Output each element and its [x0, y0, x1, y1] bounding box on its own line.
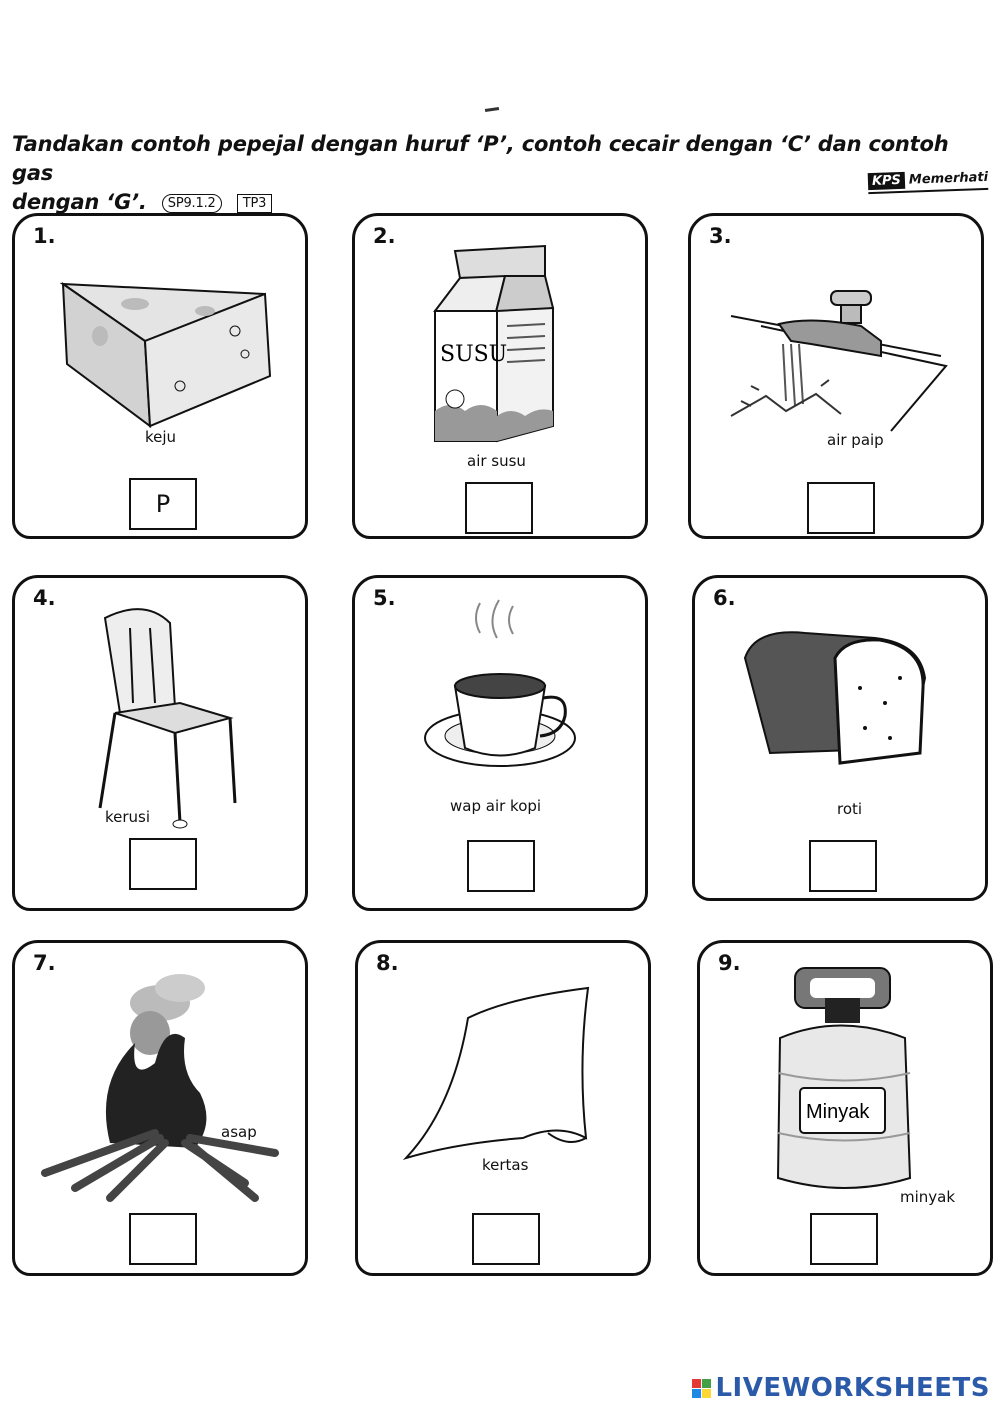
cheese-icon [59, 282, 272, 429]
card-number: 8. [376, 951, 399, 975]
kps-badge: KPS Memerhati [867, 168, 989, 195]
instruction-line-2: dengan ‘G’. [12, 190, 147, 214]
answer-box[interactable]: P [129, 478, 197, 530]
item-label: wap air kopi [450, 797, 542, 815]
item-label: roti [837, 800, 863, 818]
footer-brand: LIVEWORKSHEETS [692, 1373, 990, 1403]
answer-box[interactable] [467, 840, 535, 892]
card-number: 2. [373, 224, 396, 248]
tp-level-badge: TP3 [236, 193, 273, 213]
card-8-kertas: 8. kertas [355, 940, 651, 1276]
item-label: air susu [467, 452, 526, 470]
liveworksheets-logo-icon [692, 1378, 712, 1398]
item-label: air paip [827, 431, 884, 449]
item-label: minyak [900, 1188, 956, 1206]
card-number: 3. [709, 224, 732, 248]
standard-code-badge: SP9.1.2 [161, 193, 222, 213]
card-6-roti: 6. roti [692, 575, 988, 901]
instruction-line-1: Tandakan contoh pepejal dengan huruf ‘P’… [12, 132, 949, 185]
milk-carton-icon: SUSU [433, 244, 555, 443]
card-number: 9. [718, 951, 741, 975]
answer-box[interactable] [807, 482, 875, 534]
item-label: kertas [482, 1156, 529, 1174]
item-label: asap [221, 1123, 257, 1141]
oil-bottle-icon: Minyak [776, 967, 912, 1189]
card-3-air-paip: 3. air paip [688, 213, 984, 539]
card-1-keju: 1. keju P [12, 213, 308, 539]
bread-icon [743, 631, 927, 765]
paper-sheet-icon [402, 986, 590, 1160]
instruction: Tandakan contoh pepejal dengan huruf ‘P’… [12, 130, 987, 217]
answer-box[interactable] [129, 1213, 197, 1265]
scan-mark [484, 107, 500, 112]
kps-tag: KPS [867, 171, 906, 191]
kps-label: Memerhati [908, 169, 989, 188]
water-tap-icon [730, 290, 948, 432]
answer-box[interactable] [810, 1213, 878, 1265]
bottle-label-text: Minyak [806, 1101, 870, 1123]
item-label: keju [145, 428, 177, 446]
card-7-asap: 7. asap [12, 940, 308, 1276]
brand-name: LIVEWORKSHEETS [715, 1373, 990, 1403]
answer-box[interactable] [472, 1213, 540, 1265]
card-number: 4. [33, 586, 56, 610]
chair-icon [98, 608, 237, 829]
coffee-cup-icon [424, 599, 576, 767]
card-9-minyak: 9. Minyak minyak [697, 940, 993, 1276]
carton-text: SUSU [440, 342, 507, 367]
card-4-kerusi: 4. kerusi [12, 575, 308, 911]
answer-box[interactable] [809, 840, 877, 892]
answer-box[interactable] [465, 482, 533, 534]
campfire-icon [41, 974, 279, 1202]
card-number: 6. [713, 586, 736, 610]
card-number: 7. [33, 951, 56, 975]
item-label: kerusi [105, 808, 151, 826]
card-2-air-susu: 2. SUSU air susu [352, 213, 648, 539]
answer-box[interactable] [129, 838, 197, 890]
card-5-wap-air-kopi: 5. wap air kopi [352, 575, 648, 911]
card-number: 1. [33, 224, 56, 248]
card-number: 5. [373, 586, 396, 610]
